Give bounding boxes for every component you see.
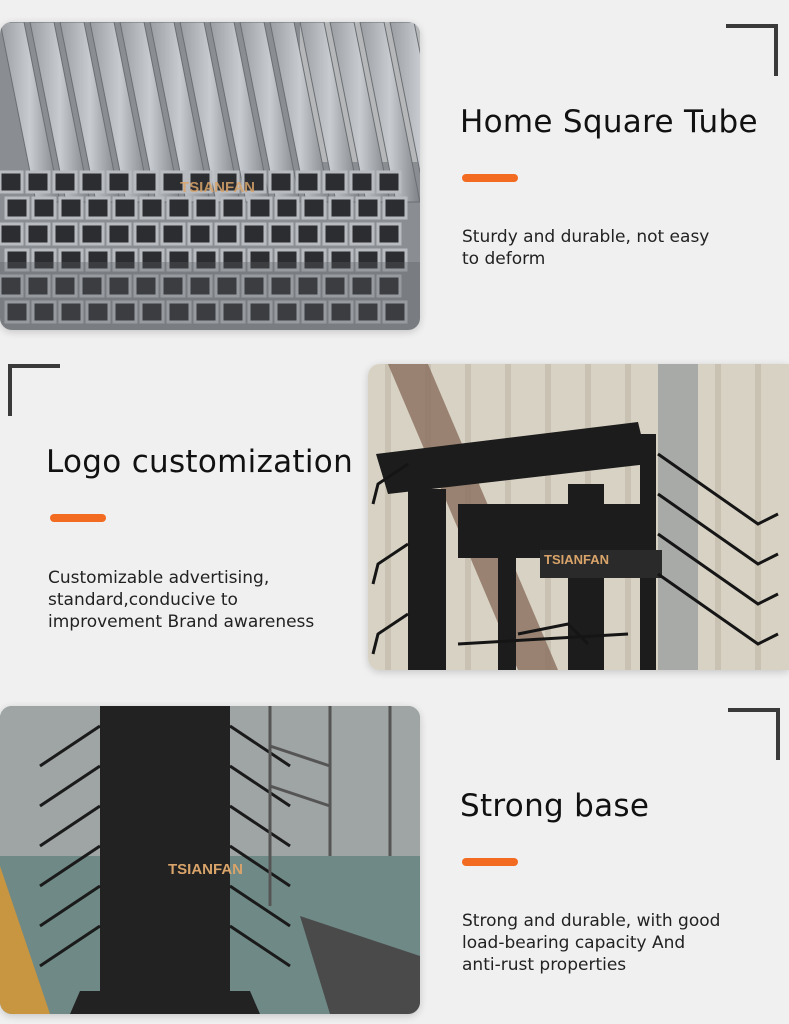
accent-bar <box>50 514 106 522</box>
description-line: standard,conducive to <box>48 590 238 610</box>
watermark-text: TSIANFAN <box>180 179 255 196</box>
description-line: Sturdy and durable, not easy <box>462 227 710 247</box>
corner-bracket-top-left <box>8 364 60 416</box>
section-description-strong-base: Strong and durable, with good load-beari… <box>462 910 720 976</box>
watermark-text: TSIANFAN <box>168 861 243 878</box>
display-rack-base-photo: TSIANFAN <box>0 706 420 1014</box>
display-rack-logo-photo: TSIANFAN <box>368 364 789 670</box>
description-line: load-bearing capacity And <box>462 933 686 953</box>
description-line: improvement Brand awareness <box>48 612 315 632</box>
corner-bracket-top-right <box>726 24 778 76</box>
section-title-logo: Logo customization <box>46 444 354 480</box>
corner-bracket-top-right <box>728 708 780 760</box>
description-line: Customizable advertising, <box>48 568 270 588</box>
accent-bar <box>462 858 518 866</box>
description-line: to deform <box>462 249 546 269</box>
section-description-square-tube: Sturdy and durable, not easy to deform <box>462 226 709 270</box>
accent-bar <box>462 174 518 182</box>
watermark-text: TSIANFAN <box>544 552 609 567</box>
description-line: anti-rust properties <box>462 955 627 975</box>
section-title-strong-base: Strong base <box>460 788 650 824</box>
description-line: Strong and durable, with good <box>462 911 721 931</box>
square-tube-photo: TSIANFAN <box>0 22 420 330</box>
section-description-logo: Customizable advertising, standard,condu… <box>48 567 314 633</box>
section-title-square-tube: Home Square Tube <box>460 104 758 140</box>
